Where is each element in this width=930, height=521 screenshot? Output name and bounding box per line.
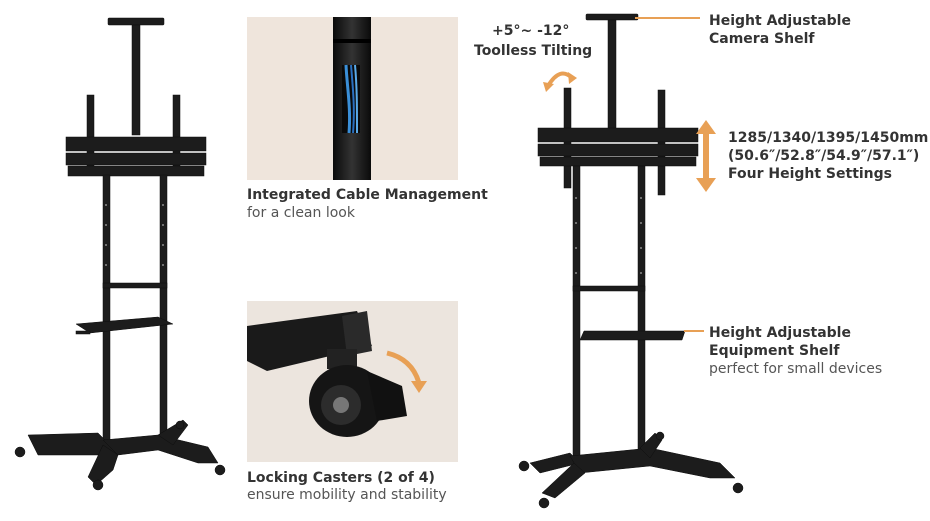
- height-values-inches: (50.6″/52.8″/54.9″/57.1″): [728, 148, 920, 164]
- locking-casters-photo: [247, 301, 458, 462]
- cable-management-subtitle: for a clean look: [247, 205, 355, 221]
- equipment-shelf-leader-line: [684, 330, 704, 332]
- equipment-shelf-line3: perfect for small devices: [709, 361, 883, 377]
- equipment-shelf-line2: Equipment Shelf: [709, 343, 840, 359]
- cable-management-photo: [247, 17, 458, 180]
- height-values-mm: 1285/1340/1395/1450mm: [728, 130, 929, 146]
- camera-shelf-leader-line: [635, 17, 700, 19]
- tilt-label: Toolless Tilting: [474, 43, 593, 59]
- camera-shelf-line2: Camera Shelf: [709, 31, 815, 47]
- camera-shelf-line1: Height Adjustable: [709, 13, 851, 29]
- tv-stand-front-view: [14, 17, 226, 491]
- equipment-shelf-line1: Height Adjustable: [709, 325, 851, 341]
- tilt-arrow-icon: [543, 71, 577, 92]
- height-settings-label: Four Height Settings: [728, 166, 893, 182]
- cable-management-title: Integrated Cable Management: [247, 187, 488, 203]
- height-arrow-icon: [696, 120, 716, 192]
- tv-stand-side-view: [518, 13, 744, 509]
- locking-casters-subtitle: ensure mobility and stability: [247, 487, 447, 503]
- locking-casters-title: Locking Casters (2 of 4): [247, 470, 435, 486]
- tilt-range-label: +5°~ -12°: [492, 23, 570, 39]
